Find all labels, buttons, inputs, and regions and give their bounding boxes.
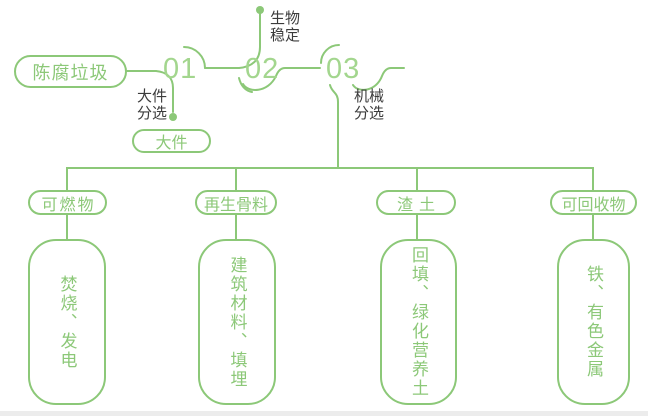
- dot-bio-stabilize: [256, 6, 264, 14]
- line-01-to-large-items: [155, 70, 174, 113]
- bottom-section-divider: [0, 411, 648, 416]
- category-label: 渣土: [396, 196, 441, 214]
- swoosh-under-02: [242, 67, 321, 91]
- source-pill: 陈腐垃圾: [14, 55, 127, 88]
- category-label: 可燃物: [41, 196, 96, 214]
- detail-box-recycled-aggregate: 建筑材料、填埋: [198, 239, 276, 405]
- step-number-03: 03: [326, 53, 361, 85]
- category-pill-recycled-aggregate: 再生骨料: [195, 190, 277, 215]
- line-03-to-branch: [329, 84, 339, 169]
- step-number-02: 02: [245, 53, 280, 85]
- category-pill-slag-soil: 渣土: [376, 190, 456, 215]
- detail-box-slag-soil: 回填、绿化营养土: [380, 239, 457, 405]
- step-label-bio-stabilization: 生物稳定: [270, 10, 301, 44]
- bulky-items-pill: 大件: [132, 129, 211, 153]
- step-number-01: 01: [163, 53, 198, 85]
- source-label: 陈腐垃圾: [32, 62, 109, 83]
- dot-large-items: [169, 113, 177, 121]
- step-label-mechanical-sorting: 机械分选: [354, 88, 385, 122]
- detail-text: 焚烧、发电: [57, 274, 77, 370]
- detail-text: 回填、绿化营养土: [409, 246, 428, 398]
- swirl-over-03: [320, 44, 340, 64]
- detail-text: 铁、有色金属: [584, 265, 603, 379]
- category-label: 再生骨料: [203, 196, 268, 214]
- category-pill-combustibles: 可燃物: [28, 190, 107, 215]
- line-02-to-bio: [238, 13, 261, 69]
- detail-text: 建筑材料、填埋: [227, 255, 247, 389]
- category-label: 可回收物: [561, 196, 626, 214]
- detail-box-combustibles: 焚烧、发电: [28, 239, 106, 405]
- branch-bus: [66, 167, 594, 191]
- swirl-over-01: [183, 46, 206, 69]
- line-after-03: [352, 67, 405, 91]
- bulky-items-label: 大件: [155, 135, 188, 152]
- category-pill-recyclables: 可回收物: [550, 190, 637, 215]
- small-arc-under-02: [238, 77, 253, 93]
- step-label-bulky-sorting: 大件分选: [137, 88, 168, 122]
- detail-box-recyclables: 铁、有色金属: [557, 239, 630, 405]
